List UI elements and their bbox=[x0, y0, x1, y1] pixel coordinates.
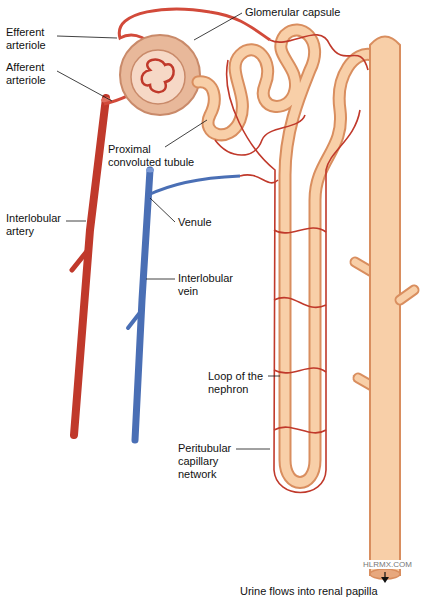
part-label: Efferent arteriole bbox=[6, 26, 58, 52]
part-label: Interlobular vein bbox=[178, 272, 240, 298]
part-label: Interlobular artery bbox=[6, 212, 68, 238]
vein bbox=[135, 170, 150, 440]
peritubular-capillaries bbox=[215, 35, 368, 493]
part-label: Afferent arteriole bbox=[6, 61, 58, 87]
part-label: Loop of the nephron bbox=[208, 370, 270, 396]
part-label: Glomerular capsule bbox=[245, 6, 355, 19]
glomerular-capsule bbox=[120, 35, 200, 115]
watermark: HLRMX.COM bbox=[362, 560, 413, 569]
collecting-duct bbox=[355, 37, 414, 584]
leader-lines bbox=[57, 13, 280, 449]
part-label: Venule bbox=[178, 216, 238, 229]
part-label: Urine flows into renal papilla bbox=[240, 585, 420, 598]
part-label: Proximal convoluted tubule bbox=[108, 143, 203, 169]
part-label: Peritubular capillary network bbox=[178, 442, 238, 481]
renal-tubule bbox=[198, 30, 372, 483]
artery bbox=[74, 98, 106, 435]
